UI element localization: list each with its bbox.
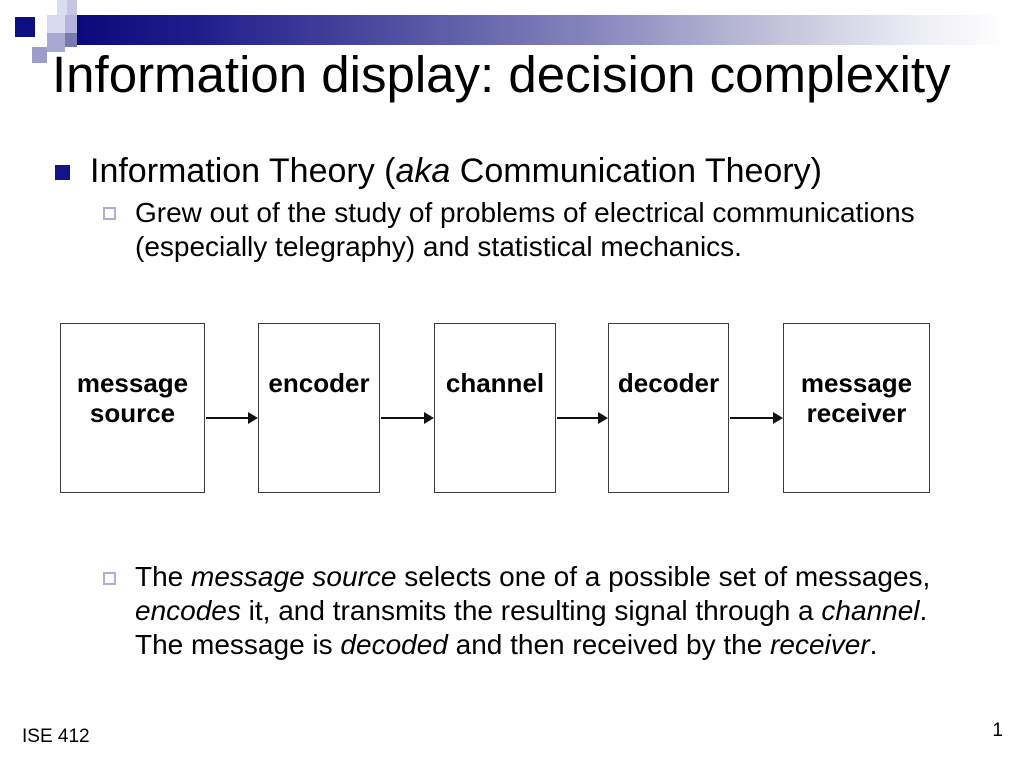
decorative-square: [65, 15, 77, 33]
filled-square-bullet-icon: [55, 165, 70, 180]
flow-arrow-icon: [206, 412, 258, 424]
bullet-level2-bottom-text: The message source selects one of a poss…: [135, 561, 931, 660]
header-gradient-bar: [77, 15, 1008, 45]
page-number: 1: [992, 720, 1003, 741]
hollow-square-bullet-icon: [103, 572, 116, 585]
diagram-box-channel: channel: [434, 323, 556, 493]
slide-title: Information display: decision complexity: [52, 46, 951, 103]
decorative-square: [47, 15, 65, 33]
diagram-box-encoder: encoder: [258, 323, 380, 493]
flow-arrow-icon: [557, 412, 608, 424]
communication-flow-diagram: message source encoder channel decoder m…: [0, 323, 1024, 495]
decorative-square: [47, 33, 65, 52]
footer-course-label: ISE 412: [22, 726, 90, 747]
decorative-square: [15, 17, 35, 37]
bullet-level2-bottom: The message source selects one of a poss…: [103, 560, 983, 662]
bullet-level2-top-text: Grew out of the study of problems of ele…: [135, 197, 915, 262]
bullet-level1-text: Information Theory (aka Communication Th…: [90, 152, 822, 190]
decorative-square: [65, 33, 77, 47]
bullet-level1: Information Theory (aka Communication Th…: [55, 150, 985, 192]
flow-arrow-icon: [381, 412, 434, 424]
diagram-box-message-receiver: message receiver: [783, 323, 930, 493]
flow-arrow-icon: [730, 412, 783, 424]
diagram-box-decoder: decoder: [608, 323, 729, 493]
bullet-level2-top: Grew out of the study of problems of ele…: [103, 196, 963, 264]
diagram-box-message-source: message source: [60, 323, 205, 493]
decorative-square: [32, 47, 47, 63]
decorative-square: [57, 0, 67, 15]
hollow-square-bullet-icon: [103, 207, 116, 220]
decorative-square: [67, 0, 77, 15]
